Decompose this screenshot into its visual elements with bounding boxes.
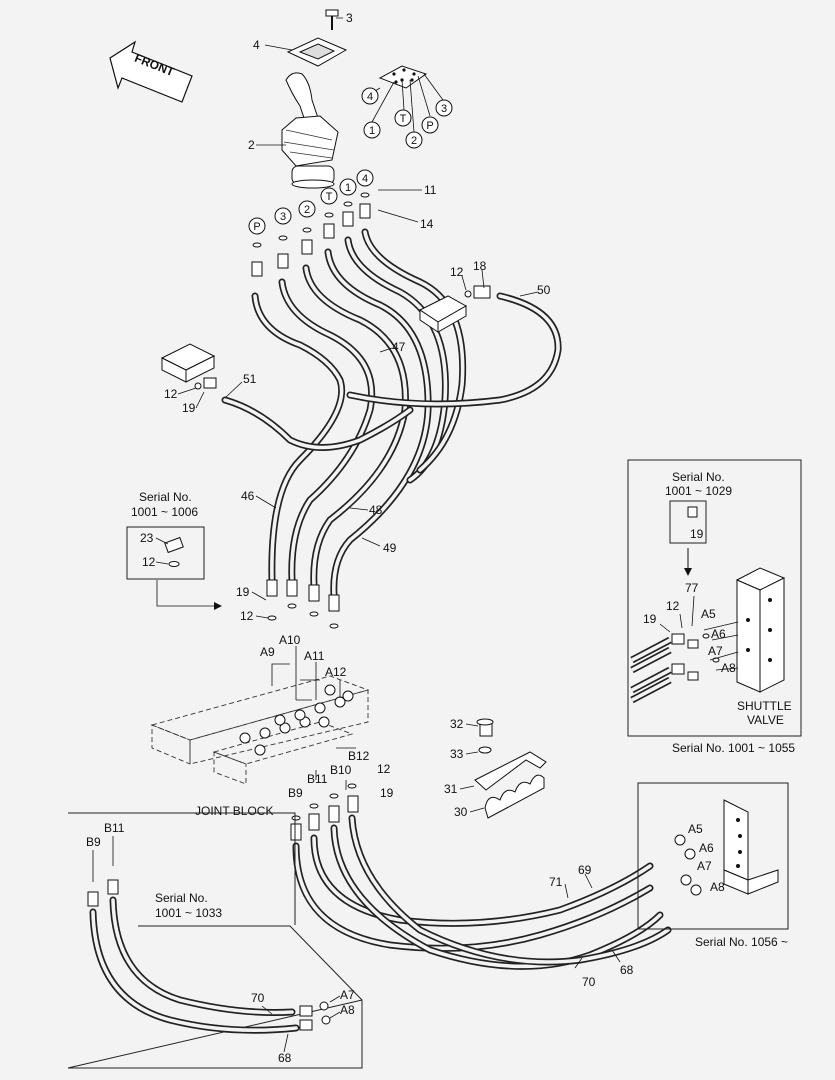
svg-text:4: 4 <box>362 173 368 185</box>
hose-bundle <box>251 228 467 599</box>
svg-text:19: 19 <box>643 612 657 626</box>
svg-text:A6: A6 <box>711 627 726 641</box>
svg-text:1: 1 <box>345 182 351 194</box>
label-32: 32 <box>450 717 464 731</box>
inset-serial-1006: Serial No. 1001 ~ 1006 23 12 <box>126 490 222 610</box>
svg-text:A8: A8 <box>721 661 736 675</box>
svg-text:12: 12 <box>142 555 156 569</box>
svg-text:A5: A5 <box>688 822 703 836</box>
label-12-a: 12 <box>450 265 464 279</box>
svg-text:SHUTTLE: SHUTTLE <box>737 699 792 713</box>
svg-text:1001 ~ 1029: 1001 ~ 1029 <box>665 484 732 498</box>
label-18: 18 <box>473 259 487 273</box>
label-31: 31 <box>444 782 458 796</box>
port-callouts: 4 1 T 2 P 3 <box>361 87 453 149</box>
joystick-assembly <box>281 9 348 189</box>
svg-text:1001 ~ 1006: 1001 ~ 1006 <box>131 505 198 519</box>
fittings-bottom <box>290 783 359 841</box>
label-30: 30 <box>454 805 468 819</box>
svg-text:B11: B11 <box>104 821 125 835</box>
svg-text:3: 3 <box>280 211 286 223</box>
label-4: 4 <box>253 38 260 52</box>
svg-text:T: T <box>326 191 333 203</box>
inset-serial-1033: B11 B9 Serial No. 1001 ~ 1033 70 68 A7 A… <box>67 812 363 1069</box>
svg-text:VALVE: VALVE <box>747 713 784 727</box>
label-33: 33 <box>450 747 464 761</box>
label-71: 71 <box>549 875 563 889</box>
svg-text:P: P <box>426 120 433 132</box>
svg-text:A6: A6 <box>699 841 714 855</box>
label-19-c: 19 <box>380 786 394 800</box>
svg-text:1: 1 <box>369 125 375 137</box>
label-11: 11 <box>424 183 437 197</box>
svg-text:T: T <box>400 113 407 125</box>
svg-text:Serial No. 1001 ~ 1055: Serial No. 1001 ~ 1055 <box>672 741 795 755</box>
label-2: 2 <box>248 138 255 152</box>
label-a11: A11 <box>304 649 325 663</box>
svg-text:70: 70 <box>251 991 265 1005</box>
label-b10: B10 <box>330 763 352 777</box>
fitting-callouts: P 3 2 T 1 4 <box>248 169 374 235</box>
joint-block-label: JOINT BLOCK <box>195 804 273 818</box>
label-19-a: 19 <box>182 401 196 415</box>
svg-text:A7: A7 <box>708 644 723 658</box>
svg-text:A8: A8 <box>340 1003 355 1017</box>
svg-text:4: 4 <box>367 91 373 103</box>
label-51: 51 <box>243 372 257 386</box>
label-68: 68 <box>620 963 634 977</box>
label-b11: B11 <box>307 772 328 786</box>
label-3: 3 <box>346 11 353 25</box>
label-47: 47 <box>392 340 406 354</box>
svg-text:12: 12 <box>666 599 680 613</box>
svg-text:19: 19 <box>690 527 704 541</box>
svg-text:Serial No. 1056 ~: Serial No. 1056 ~ <box>695 935 788 949</box>
svg-text:Serial No.: Serial No. <box>672 470 725 484</box>
svg-text:A7: A7 <box>697 859 712 873</box>
label-a9: A9 <box>260 645 275 659</box>
svg-text:23: 23 <box>140 531 154 545</box>
label-46: 46 <box>241 489 255 503</box>
svg-text:3: 3 <box>441 103 447 115</box>
label-12-b: 12 <box>164 387 178 401</box>
svg-text:Serial No.: Serial No. <box>155 891 208 905</box>
svg-text:P: P <box>253 221 260 233</box>
hoses-bottom <box>292 814 672 970</box>
valve-block-left <box>160 343 217 390</box>
front-arrow: FRONT <box>109 40 193 103</box>
svg-text:68: 68 <box>278 1051 292 1065</box>
label-b9: B9 <box>288 786 303 800</box>
label-12-c: 12 <box>240 609 254 623</box>
svg-text:2: 2 <box>411 135 417 147</box>
label-70: 70 <box>582 975 596 989</box>
inset-serial-1055: Serial No. 1001 ~ 1029 19 77 12 19 A5 A6… <box>627 459 802 755</box>
fittings-top <box>251 192 371 277</box>
label-19-b: 19 <box>236 585 250 599</box>
label-a10: A10 <box>279 633 301 647</box>
label-14: 14 <box>420 217 434 231</box>
svg-text:A8: A8 <box>710 880 725 894</box>
valve-block-right <box>419 285 491 333</box>
label-12-d: 12 <box>377 762 391 776</box>
clamp-parts <box>474 718 547 819</box>
label-69: 69 <box>578 863 592 877</box>
label-50: 50 <box>537 283 551 297</box>
svg-text:A7: A7 <box>340 988 355 1002</box>
svg-text:A5: A5 <box>701 607 716 621</box>
fittings-mid <box>266 579 340 629</box>
label-48: 48 <box>369 503 383 517</box>
svg-text:1001 ~ 1033: 1001 ~ 1033 <box>155 906 222 920</box>
svg-text:Serial No.: Serial No. <box>139 490 192 504</box>
inset-serial-1056: A5 A6 A7 A8 Serial No. 1056 ~ <box>637 782 789 949</box>
label-49: 49 <box>383 541 397 555</box>
label-b12: B12 <box>348 749 370 763</box>
joint-block <box>150 675 370 785</box>
svg-text:B9: B9 <box>86 835 101 849</box>
svg-text:77: 77 <box>685 581 699 595</box>
svg-text:2: 2 <box>304 204 310 216</box>
label-a12: A12 <box>325 665 347 679</box>
